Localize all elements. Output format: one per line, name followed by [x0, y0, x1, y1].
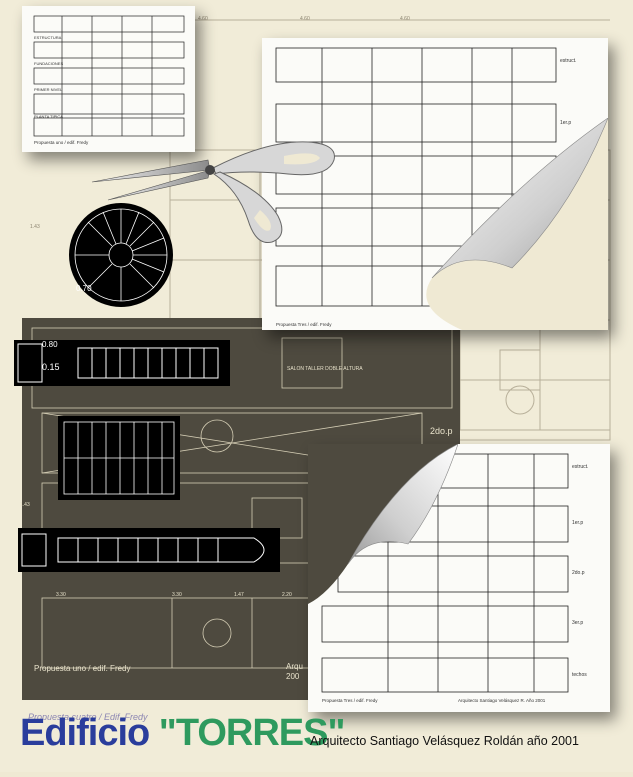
plans-sheet-top: estruct. 1er.p Propuesta Tres / edif. Fr…: [262, 38, 608, 330]
stair-section-2: [18, 528, 280, 572]
bg-dim-2: 4.60: [300, 16, 310, 22]
top-floor-label-2: 1er.p: [560, 120, 572, 126]
thumb-label-1: ESTRUCTURA: [34, 35, 62, 40]
title-word-torres: "TORRES": [158, 712, 346, 754]
bottom-sheet-caption: Propuesta Tres / edif. Fredy: [322, 698, 378, 703]
proposal-subtitle: Propuesta cuatro / Edif. Fredy: [28, 712, 148, 722]
dark-caption: Propuesta uno / edif. Fredy: [34, 664, 131, 673]
stair-section-1: 0.80 0.15: [14, 340, 230, 386]
bottom-floor-label-2: 1er.p: [572, 520, 584, 526]
architect-credit: Arquitecto Santiago Velásquez Roldán año…: [310, 734, 579, 748]
bg-dim-3: 4.60: [400, 16, 410, 22]
spiral-stair-disc: 0.70: [68, 202, 174, 308]
bottom-floor-label-1: estruct.: [572, 464, 589, 470]
floor-2do-label: 2do.p: [430, 426, 453, 436]
dark-dim-3: 3.30: [56, 592, 66, 598]
thumb-label-2: FUNDACIONES: [34, 61, 64, 66]
dark-credit-1: Arqu: [286, 662, 303, 671]
bottom-floor-label-5: techos: [572, 672, 587, 678]
thumb-label-3: PRIMER NIVEL: [34, 87, 63, 92]
thumbnail-sheet: ESTRUCTURA FUNDACIONES PRIMER NIVEL PLAN…: [22, 6, 195, 152]
dark-dim-5: 1.47: [234, 592, 244, 598]
salon-label: SALON TALLER DOBLE ALTURA: [287, 366, 363, 372]
dark-dim-6: 2.20: [282, 592, 292, 598]
page-title: Edificio "TORRES": [20, 712, 345, 755]
bottom-floor-label-4: 3er.p: [572, 620, 584, 626]
page-curl-top: [426, 118, 608, 330]
bottom-floor-label-3: 2do.p: [572, 570, 585, 576]
bottom-sheet-footer: Arquitecto Santiago Velásquez R. Año 200…: [458, 698, 546, 703]
title-word-edificio: Edificio: [20, 712, 150, 754]
bg-dim-4: 1.43: [30, 224, 40, 230]
thumb-caption: Propuesta uno / edif. Fredy: [34, 140, 89, 145]
disc-dim: 0.70: [76, 284, 92, 293]
dark-dim-4: 3.30: [172, 592, 182, 598]
stair-dim-1: 0.80: [42, 340, 58, 349]
stair-dim-2: 0.15: [42, 362, 60, 372]
stair-plan-block: [58, 416, 180, 500]
top-sheet-caption: Propuesta Tres / edif. Fredy: [276, 322, 332, 327]
thumb-label-4: PLANTA TIPICA: [34, 114, 63, 119]
top-floor-label-1: estruct.: [560, 58, 577, 64]
page-curl-bottom: [308, 444, 458, 604]
dark-dim-2: 1.43: [20, 502, 30, 508]
bg-dim-1: 4.60: [198, 16, 208, 22]
dark-credit-2: 200: [286, 672, 300, 681]
scissors: [88, 130, 358, 250]
plans-sheet-bottom: estruct. 1er.p 2do.p 3er.p techos Propue…: [308, 444, 610, 712]
